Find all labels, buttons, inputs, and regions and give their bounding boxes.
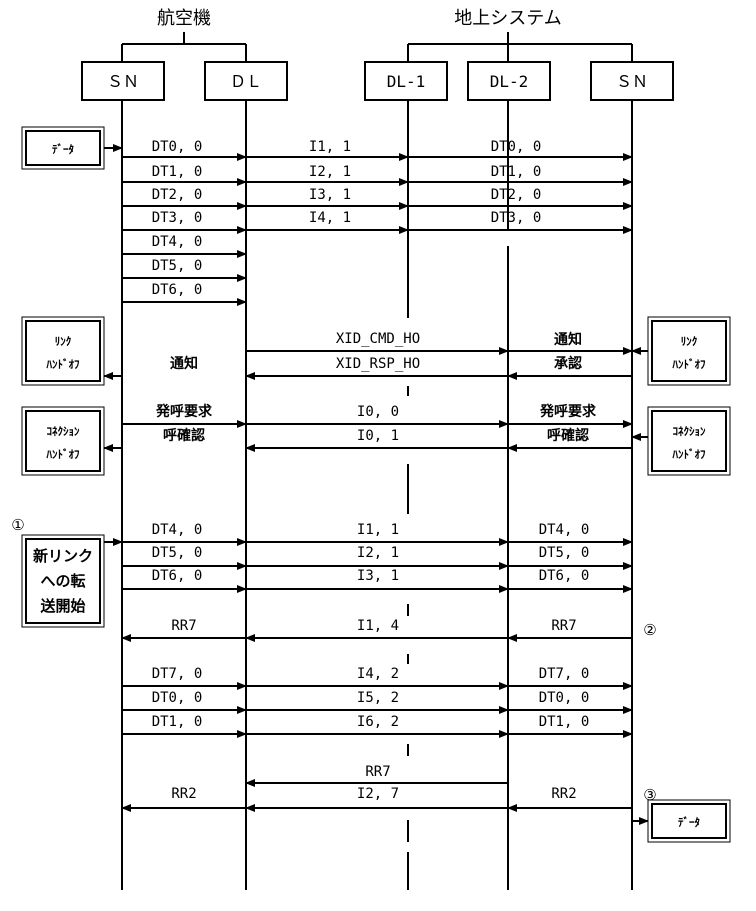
msg-label: DT7, 0 — [152, 666, 203, 682]
ground-sn-label: ＳＮ — [616, 72, 648, 91]
msg-label: RR7 — [365, 764, 390, 780]
msg-label: I6, 2 — [357, 714, 399, 730]
msg-label: I1, 1 — [309, 139, 351, 155]
msg-label: RR7 — [551, 618, 576, 634]
conn-handoff-left-line2: ﾊﾝﾄﾞｵﾌ — [46, 447, 80, 461]
aircraft-sn-node — [81, 61, 165, 101]
link-handoff-right-line2: ﾊﾝﾄﾞｵﾌ — [672, 357, 706, 371]
new-link-line3: 送開始 — [39, 597, 85, 615]
message-labels: DT0, 0 I1, 1 DT0, 0 DT1, 0 I2, 1 DT1, 0 … — [152, 139, 597, 802]
msg-label: I2, 1 — [357, 545, 399, 561]
msg-label: DT6, 0 — [539, 568, 590, 584]
msg-label: DT1, 0 — [539, 714, 590, 730]
msg-label: I4, 1 — [309, 210, 351, 226]
msg-label: RR2 — [171, 786, 196, 802]
aircraft-dl-label: ＤＬ — [230, 72, 262, 91]
msg-label: I5, 2 — [357, 690, 399, 706]
side-boxes — [21, 126, 731, 843]
msg-label: DT4, 0 — [152, 522, 203, 538]
msg-label: DT4, 0 — [152, 234, 203, 250]
msg-label: I1, 4 — [357, 618, 399, 634]
data-output-box-text: ﾃﾞｰﾀ — [678, 815, 700, 829]
msg-label: DT3, 0 — [491, 210, 542, 226]
msg-label: DT5, 0 — [152, 545, 203, 561]
link-handoff-left-line1: ﾘﾝｸ — [55, 335, 72, 348]
msg-label: 発呼要求 — [155, 403, 213, 420]
msg-label: DT2, 0 — [491, 187, 542, 203]
msg-label: DT6, 0 — [152, 282, 203, 298]
msg-label: 呼確認 — [547, 427, 589, 444]
msg-label: I3, 1 — [357, 568, 399, 584]
msg-label: DT0, 0 — [152, 139, 203, 155]
msg-label: 呼確認 — [163, 427, 205, 444]
conn-handoff-right-line1: ｺﾈｸｼｮﾝ — [673, 425, 706, 438]
msg-label: 承認 — [554, 355, 582, 372]
aircraft-bracket — [121, 32, 247, 62]
aircraft-header: 航空機 — [157, 8, 211, 29]
msg-label: DT0, 0 — [152, 690, 203, 706]
msg-label: DT5, 0 — [539, 545, 590, 561]
step-marker-1: ① — [11, 516, 24, 534]
ground-system-header: 地上システム — [454, 8, 561, 29]
msg-label: DT7, 0 — [539, 666, 590, 682]
msg-label: DT5, 0 — [152, 258, 203, 274]
msg-label: DT4, 0 — [539, 522, 590, 538]
msg-label: DT1, 0 — [152, 714, 203, 730]
msg-label: I2, 1 — [309, 164, 351, 180]
msg-label: DT6, 0 — [152, 568, 203, 584]
msg-label: 通知 — [170, 355, 198, 372]
msg-label: I2, 7 — [357, 786, 399, 802]
msg-label: DT1, 0 — [152, 164, 203, 180]
ground-dl1-node — [364, 61, 448, 101]
aircraft-sn-label: ＳＮ — [107, 72, 139, 91]
link-handoff-right-line1: ﾘﾝｸ — [681, 335, 698, 348]
message-arrows — [103, 144, 649, 825]
msg-label: DT0, 0 — [491, 139, 542, 155]
msg-label: DT3, 0 — [152, 210, 203, 226]
msg-label: I3, 1 — [309, 187, 351, 203]
msg-label: RR7 — [171, 618, 196, 634]
link-handoff-left-line2: ﾊﾝﾄﾞｵﾌ — [46, 357, 80, 371]
msg-label: I4, 2 — [357, 666, 399, 682]
ground-dl1-label: DL-1 — [387, 72, 426, 91]
data-input-box-text: ﾃﾞｰﾀ — [52, 142, 74, 156]
msg-label: DT1, 0 — [491, 164, 542, 180]
msg-label: XID_RSP_HO — [336, 356, 420, 372]
msg-label: I0, 1 — [357, 428, 399, 444]
msg-label: DT2, 0 — [152, 187, 203, 203]
ground-bracket — [407, 32, 633, 62]
step-marker-2: ② — [643, 621, 656, 639]
msg-label: I0, 0 — [357, 404, 399, 420]
conn-handoff-right-line2: ﾊﾝﾄﾞｵﾌ — [672, 447, 706, 461]
msg-label: RR2 — [551, 786, 576, 802]
step-marker-3: ③ — [643, 786, 656, 804]
new-link-line1: 新リンク — [33, 547, 93, 565]
ground-dl2-label: DL-2 — [490, 72, 529, 91]
conn-handoff-left-line1: ｺﾈｸｼｮﾝ — [47, 425, 80, 438]
msg-label: 通知 — [554, 331, 582, 348]
msg-label: XID_CMD_HO — [336, 331, 420, 347]
msg-label: I1, 1 — [357, 522, 399, 538]
msg-label: DT0, 0 — [539, 690, 590, 706]
new-link-line2: への転 — [40, 572, 85, 590]
msg-label: 発呼要求 — [539, 403, 597, 420]
